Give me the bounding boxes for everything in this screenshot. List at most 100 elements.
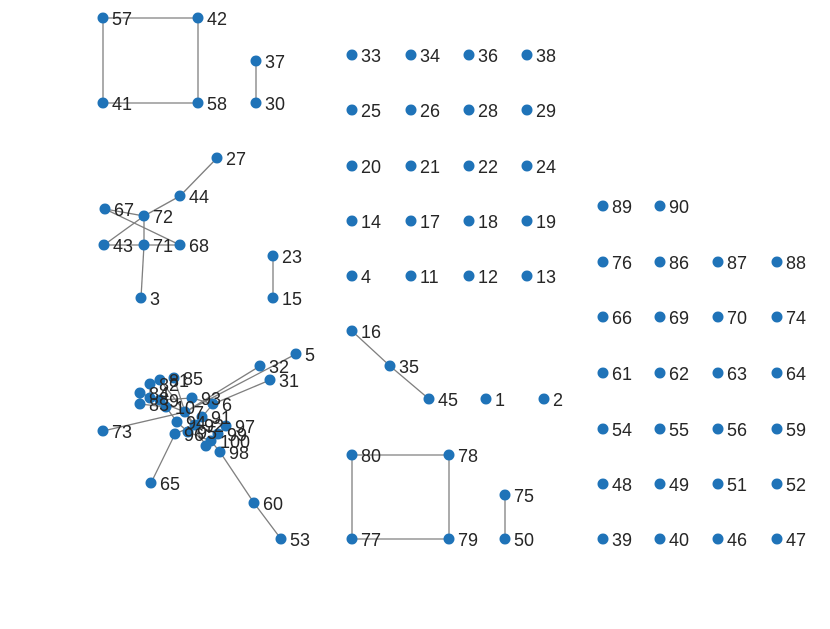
- node-label-8: 8: [159, 389, 169, 409]
- node-67: [99, 203, 111, 215]
- node-label-29: 29: [536, 101, 556, 121]
- graph-edges: [102, 17, 506, 540]
- edge-65-96: [150, 433, 176, 484]
- edge-16-35: [351, 330, 391, 367]
- node-86: [654, 256, 666, 268]
- node-39: [597, 533, 609, 545]
- node-8: [144, 392, 156, 404]
- node-label-55: 55: [669, 420, 689, 440]
- node-14: [346, 215, 358, 227]
- node-79: [443, 533, 455, 545]
- node-label-40: 40: [669, 530, 689, 550]
- node-78: [443, 449, 455, 461]
- node-label-60: 60: [263, 494, 283, 514]
- node-97: [220, 420, 232, 432]
- node-73: [97, 425, 109, 437]
- node-58: [192, 97, 204, 109]
- node-label-43: 43: [113, 236, 133, 256]
- node-29: [521, 104, 533, 116]
- node-11: [405, 270, 417, 282]
- edge-72-43: [103, 215, 145, 246]
- node-5: [290, 348, 302, 360]
- node-23: [267, 250, 279, 262]
- node-label-22: 22: [478, 157, 498, 177]
- node-96: [169, 428, 181, 440]
- node-30: [250, 97, 262, 109]
- node-28: [463, 104, 475, 116]
- node-label-93: 93: [201, 389, 221, 409]
- node-label-32: 32: [269, 357, 289, 377]
- node-51: [712, 478, 724, 490]
- node-25: [346, 104, 358, 116]
- node-label-56: 56: [727, 420, 747, 440]
- node-label-42: 42: [207, 9, 227, 29]
- node-label-19: 19: [536, 212, 556, 232]
- node-label-57: 57: [112, 9, 132, 29]
- node-label-89: 89: [612, 197, 632, 217]
- node-57: [97, 12, 109, 24]
- node-label-68: 68: [189, 236, 209, 256]
- node-85: [168, 372, 180, 384]
- node-label-80: 80: [361, 446, 381, 466]
- node-82: [144, 378, 156, 390]
- node-89: [597, 200, 609, 212]
- node-label-53: 53: [290, 530, 310, 550]
- node-label-95: 95: [197, 423, 217, 443]
- node-90: [654, 200, 666, 212]
- node-16: [346, 325, 358, 337]
- node-label-58: 58: [207, 94, 227, 114]
- node-label-99: 99: [227, 425, 247, 445]
- node-label-50: 50: [514, 530, 534, 550]
- node-label-71: 71: [153, 236, 173, 256]
- node-label-37: 37: [265, 52, 285, 72]
- node-18: [463, 215, 475, 227]
- node-label-45: 45: [438, 390, 458, 410]
- node-27: [211, 152, 223, 164]
- node-label-34: 34: [420, 46, 440, 66]
- node-35: [384, 360, 396, 372]
- node-label-94: 94: [186, 413, 206, 433]
- node-43: [98, 239, 110, 251]
- node-34: [405, 49, 417, 61]
- node-label-7: 7: [194, 403, 204, 423]
- node-4: [346, 270, 358, 282]
- node-label-21: 21: [420, 157, 440, 177]
- node-95: [182, 426, 194, 438]
- node-91: [196, 411, 208, 423]
- node-64: [771, 367, 783, 379]
- node-label-13: 13: [536, 267, 556, 287]
- node-55: [654, 423, 666, 435]
- node-36: [463, 49, 475, 61]
- node-label-25: 25: [361, 101, 381, 121]
- node-59: [771, 423, 783, 435]
- node-83: [134, 398, 146, 410]
- node-label-74: 74: [786, 308, 806, 328]
- node-label-30: 30: [265, 94, 285, 114]
- node-32: [254, 360, 266, 372]
- node-label-97: 97: [235, 417, 255, 437]
- node-label-61: 61: [612, 364, 632, 384]
- node-label-1: 1: [495, 390, 505, 410]
- node-label-49: 49: [669, 475, 689, 495]
- node-label-15: 15: [282, 289, 302, 309]
- node-37: [250, 55, 262, 67]
- node-label-72: 72: [153, 207, 173, 227]
- node-label-88: 88: [786, 253, 806, 273]
- node-84: [134, 387, 146, 399]
- edge-81-7: [159, 379, 186, 413]
- node-label-52: 52: [786, 475, 806, 495]
- node-65: [145, 477, 157, 489]
- node-2: [538, 393, 550, 405]
- node-74: [771, 311, 783, 323]
- node-88: [771, 256, 783, 268]
- edge-60-98: [219, 451, 255, 504]
- node-99: [212, 428, 224, 440]
- node-1: [480, 393, 492, 405]
- node-24: [521, 160, 533, 172]
- node-77: [346, 533, 358, 545]
- node-56b: [200, 440, 212, 452]
- node-label-100: 100: [220, 432, 250, 452]
- node-label-79: 79: [458, 530, 478, 550]
